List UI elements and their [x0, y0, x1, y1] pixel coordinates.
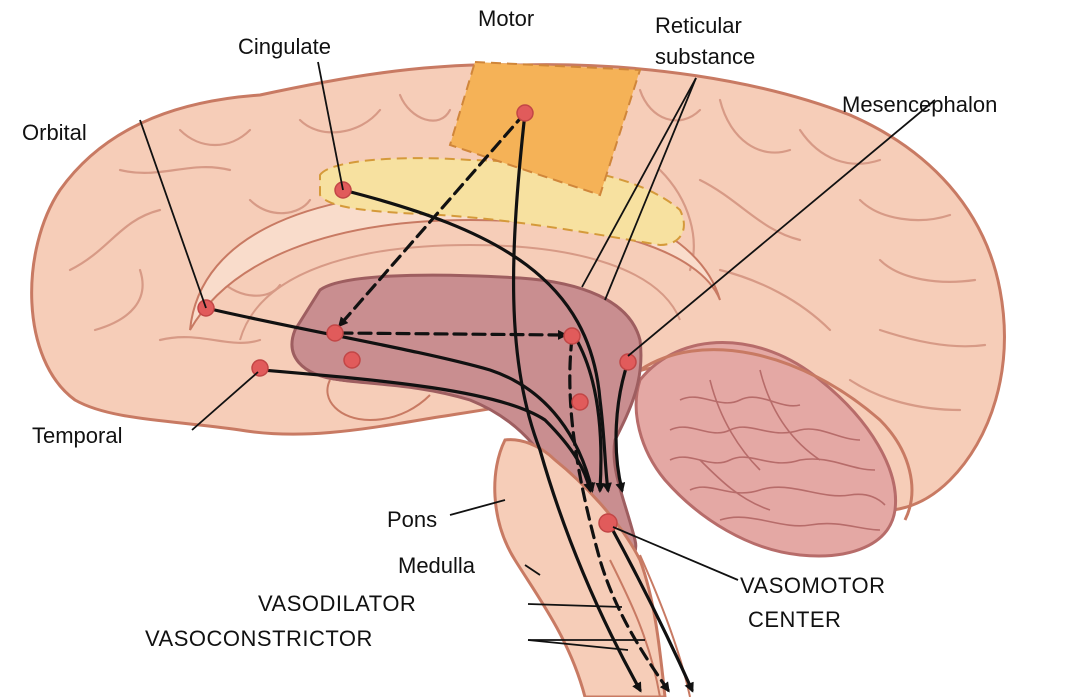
label-cingulate: Cingulate	[238, 34, 331, 59]
vasomotor-center-nucleus	[599, 514, 617, 532]
label-pons: Pons	[387, 507, 437, 532]
thalamus-left-nucleus	[327, 325, 343, 341]
label-reticular-line2: substance	[655, 44, 755, 69]
label-vasomotor-line1: VASOMOTOR	[740, 573, 885, 598]
label-mesencephalon: Mesencephalon	[842, 92, 997, 117]
label-motor: Motor	[478, 6, 534, 31]
label-vasodilator: VASODILATOR	[258, 591, 416, 616]
thalamus-lower-nucleus	[344, 352, 360, 368]
label-reticular-line1: Reticular	[655, 13, 742, 38]
label-medulla: Medulla	[398, 553, 476, 578]
label-vasomotor-line2: CENTER	[748, 607, 841, 632]
midbrain-nucleus	[572, 394, 588, 410]
label-vasoconstrictor: VASOCONSTRICTOR	[145, 626, 373, 651]
thalamus-right-nucleus	[564, 328, 580, 344]
label-orbital: Orbital	[22, 120, 87, 145]
mesencephalon-nucleus	[620, 354, 636, 370]
temporal-nucleus	[252, 360, 268, 376]
motor-nucleus	[517, 105, 533, 121]
label-temporal: Temporal	[32, 423, 122, 448]
